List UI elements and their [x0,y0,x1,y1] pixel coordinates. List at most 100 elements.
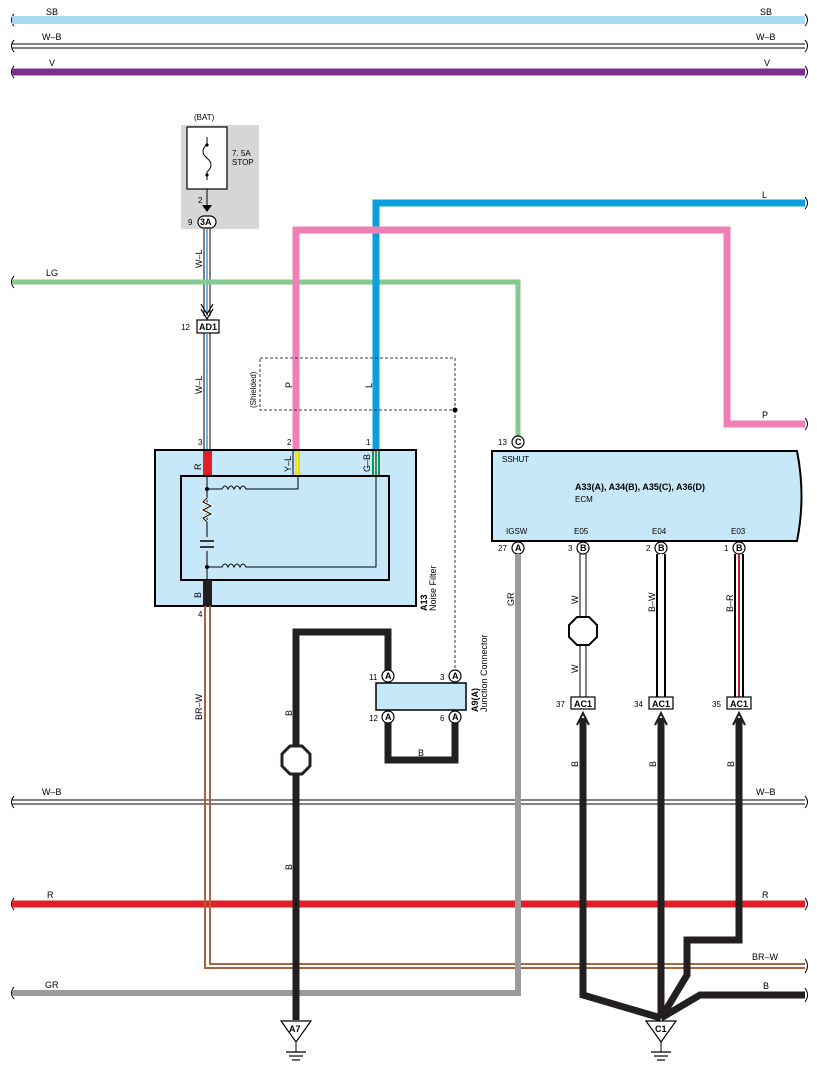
ac1-id-37: AC1 [574,699,592,709]
bw-label: B–W [647,592,657,612]
wire-wl-upper: W–L [194,229,214,321]
w-lower-label: W [570,664,580,673]
capacitor-icon [199,537,215,551]
a9-pin-3: 3 [440,673,445,682]
gr-vertical-label: GR [506,592,516,606]
fuse-block: (BAT) 7. 5A STOP 2 3A 9 [181,113,259,229]
ac1-pin-34: 34 [634,700,643,709]
bus-wire-r: R R [11,890,808,911]
ground-c1-icon [644,1020,678,1044]
brw-vertical-label: BR–W [194,693,204,720]
v-left-label: V [49,58,55,68]
wire-brw: BR–W BR–W [194,606,808,974]
connector-ad1: AD1 12 [181,319,220,334]
bus-wire-wb-top: W–B W–B [11,32,808,53]
shield-outline: (Shielded) [249,357,458,668]
ac1-id-35: AC1 [730,699,748,709]
nf-gb-label: G–B [362,454,372,472]
nf-name: Noise Filter [428,565,438,611]
a9-name: Junction Connector [479,634,489,712]
nf-pin-2: 2 [287,438,292,447]
ecm-block: C 13 SSHUT A33(A), A34(B), A35(C), A36(D… [491,435,803,555]
ac1-pin-35: 35 [712,700,721,709]
ad1-id: AD1 [199,322,217,332]
a9-letter-3: A [452,671,459,681]
nf-r-label: R [193,463,203,470]
ecm-term-e03: E03 [731,527,746,536]
a9-letter-6: A [452,712,459,722]
ecm-letter-2: B [658,543,665,553]
nf-yl-label: Y–L [283,456,293,472]
ecm-term-igsw: IGSW [506,527,528,536]
w-upper-label: W [570,595,580,604]
bus-wire-p: P P [284,226,808,450]
ecm-letter-1: B [736,543,743,553]
ground-c1-label: C1 [655,1024,667,1034]
fuse-connector-id: 3A [200,217,212,227]
nf-b-label: B [193,592,203,598]
ad1-pin: 12 [181,323,190,332]
inductor-lower-icon [207,476,377,569]
wb-top-right-label: W–B [756,32,776,42]
nf-id: A13 [419,594,429,611]
ecm-pin-3: 3 [568,544,573,553]
nf-pin-1: 1 [366,438,371,447]
bus-wire-lg: LG [11,268,521,437]
r-right-label: R [762,890,769,900]
wire-wl-lower: W–L 3 [194,333,211,450]
splice-w-icon [568,616,598,646]
a9-letter-11: A [385,671,392,681]
bus-wire-l: L L [364,190,808,450]
bus-wire-sb: SB SB [11,7,808,27]
ecm-sshut: SSHUT [502,455,529,464]
wb-bottom-left-label: W–B [42,787,62,797]
noise-filter: 2 1 R Y–L G–B B A13 Noise Filter 4 [154,438,438,619]
fuse-name: STOP [232,158,254,167]
b-left-lower-label: B [284,864,294,870]
ground-a7: A7 [279,1020,313,1061]
l-shielded-label: L [364,383,374,388]
ecm-letter-27: A [515,543,522,553]
ac1-pin-37: 37 [556,700,565,709]
sb-left-label: SB [46,7,58,17]
p-right-label: P [762,410,768,420]
ground-c1: C1 [644,1020,678,1061]
ecm-term-e05: E05 [574,527,589,536]
wl-lower-label: W–L [194,375,204,394]
fuse-pin: 2 [198,196,203,205]
ecm-letter-3: B [580,543,587,553]
ac1-id-34: AC1 [652,699,670,709]
gr-left-label: GR [45,980,59,990]
ecm-pin-2: 2 [646,544,651,553]
sb-right-label: SB [760,7,772,17]
ecm-term-e04: E04 [652,527,667,536]
bus-wire-gr: GR GR [11,554,521,1000]
br-label: B–R [725,594,735,612]
fuse-connector-pin: 9 [188,218,193,227]
fuse-icon [202,137,212,180]
p-shielded-label: P [284,382,294,388]
wire-e05-w: W W [568,554,598,697]
ecm-pin13: 13 [498,438,507,447]
ecm-pin13-letter: C [515,437,522,447]
b-right-label: B [763,981,769,991]
bus-wire-wb-bottom: W–B W–B [11,787,808,809]
ecm-name: ECM [575,495,593,504]
wb-bottom-right-label: W–B [756,787,776,797]
inductor-upper-icon [207,476,299,491]
ecm-connectors: A33(A), A34(B), A35(C), A36(D) [575,482,705,492]
fuse-supply-label: (BAT) [194,113,215,122]
a9-loop-label: B [418,748,424,758]
nf-pin-3: 3 [198,438,203,447]
a9-pin-11: 11 [369,673,378,682]
wires-to-c1: B B B B [570,710,808,1022]
wb-top-left-label: W–B [42,32,62,42]
lg-left-label: LG [46,268,58,278]
bus-wire-v: V V [11,58,808,79]
a9-id: A9(A) [470,688,480,712]
ground-a7-label: A7 [289,1024,301,1034]
nf-pin-4: 4 [198,610,203,619]
junction-connector-a9: A A A A 11 3 12 6 A9(A) Junction Connect… [280,628,489,1020]
connector-ac1-group: AC1 AC1 AC1 37 34 35 [556,696,752,710]
